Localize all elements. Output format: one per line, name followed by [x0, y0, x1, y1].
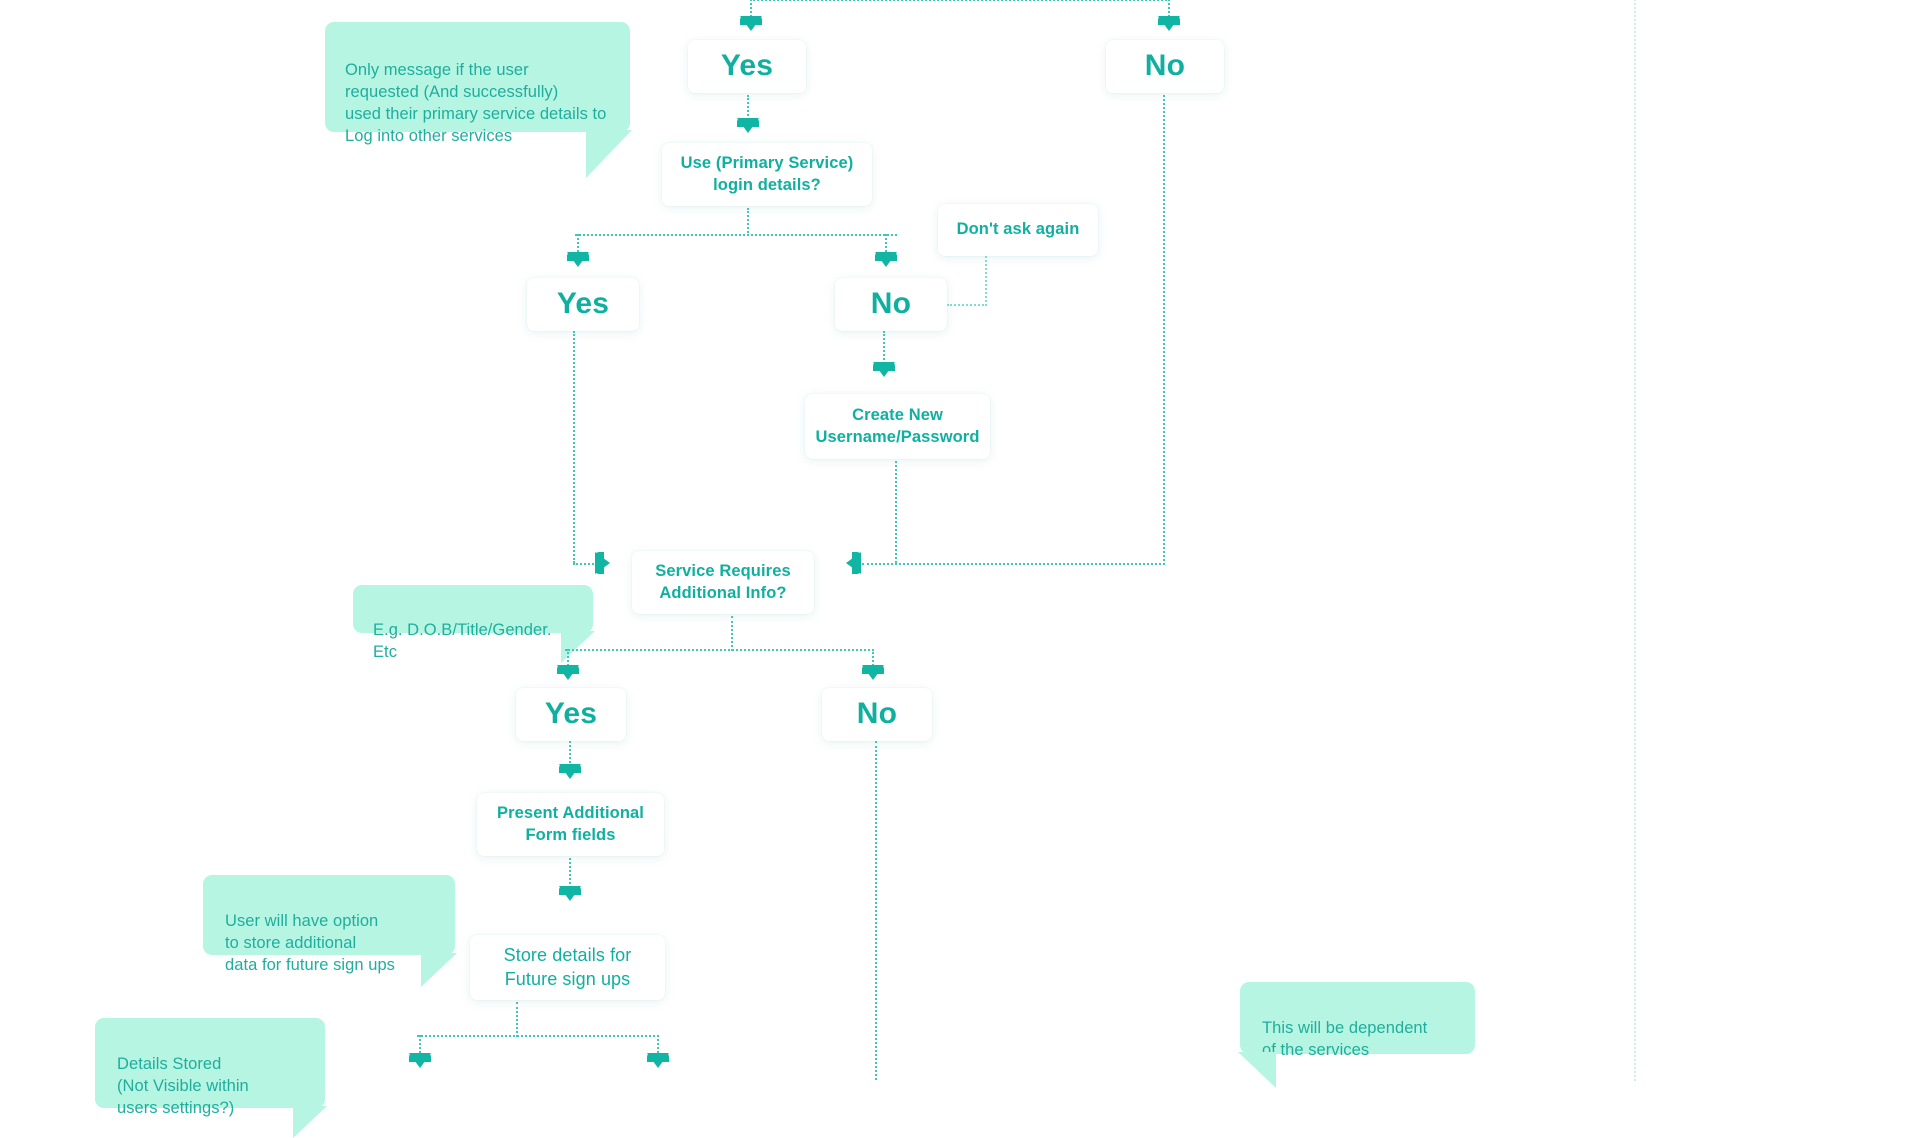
callout-tail	[1238, 1052, 1276, 1088]
connector-no-top-long-down	[1163, 95, 1165, 565]
connector-split-right-stem	[885, 234, 887, 256]
connector-service-requires-down	[731, 616, 733, 651]
connector-dont-ask-down	[985, 256, 987, 306]
arrowhead-bottom-left	[409, 1053, 431, 1068]
connector-dont-ask-to-no-r2	[947, 304, 987, 306]
arrowhead-to-store-details	[559, 886, 581, 901]
node-no-r3[interactable]: No	[822, 688, 932, 741]
connector-split3-right-stem	[657, 1035, 659, 1057]
connector-split2-right-stem	[872, 649, 874, 669]
node-yes-top[interactable]: Yes	[688, 40, 806, 93]
callout-eg-fields: E.g. D.O.B/Title/Gender. Etc	[353, 585, 595, 663]
callout-details-stored: Details Stored (Not Visible within users…	[95, 1018, 327, 1138]
node-use-primary-service[interactable]: Use (Primary Service) login details?	[662, 143, 872, 206]
callout-tail	[561, 631, 595, 663]
callout-tail	[421, 953, 457, 987]
node-service-requires-additional-info[interactable]: Service Requires Additional Info?	[632, 551, 814, 614]
node-yes-r3[interactable]: Yes	[516, 688, 626, 741]
callout-eg-fields-text: E.g. D.O.B/Title/Gender. Etc	[373, 620, 552, 661]
callout-tail	[586, 130, 632, 178]
connector-split3-left-stem	[419, 1035, 421, 1057]
node-store-details-future-signups[interactable]: Store details for Future sign ups	[470, 935, 665, 1000]
connector-yes-r3-down	[569, 741, 571, 767]
connector-use-primary-down	[747, 208, 749, 236]
connector-create-new-down	[895, 461, 897, 563]
connector-split2-left-stem	[567, 649, 569, 669]
arrowhead-to-no-r3	[862, 665, 884, 680]
connector-yes-r2-long-down	[573, 331, 575, 563]
connector-yes-top-down	[747, 95, 749, 120]
callout-details-stored-text: Details Stored (Not Visible within users…	[117, 1054, 249, 1117]
node-create-new-credentials[interactable]: Create New Username/Password	[805, 394, 990, 459]
node-dont-ask-again[interactable]: Don't ask again	[938, 204, 1098, 256]
connector-no-top-to-service-requires	[862, 563, 1165, 565]
connector-top-right-stem	[1168, 0, 1170, 17]
arrowhead-to-yes-top	[740, 16, 762, 31]
connector-split-left-stem	[577, 234, 579, 256]
arrowhead-to-yes-r3	[557, 665, 579, 680]
node-no-r2[interactable]: No	[835, 278, 947, 331]
connector-service-requires-split	[565, 649, 874, 651]
callout-only-message: Only message if the user requested (And …	[325, 22, 632, 178]
connector-top-horizontal	[750, 0, 1170, 1]
connector-store-details-down	[516, 1002, 518, 1037]
node-present-additional-form-fields[interactable]: Present Additional Form fields	[477, 793, 664, 856]
node-yes-r2[interactable]: Yes	[527, 278, 639, 331]
callout-tail	[293, 1106, 327, 1138]
arrowhead-service-requires-left	[595, 552, 610, 574]
arrowhead-bottom-right	[647, 1053, 669, 1068]
flowchart-canvas: Yes No Only message if the user requeste…	[95, 0, 1636, 1138]
connector-no-r3-long-down	[875, 741, 877, 1080]
arrowhead-to-no-top	[1158, 16, 1180, 31]
arrowhead-to-present-form	[559, 764, 581, 779]
callout-dependent-services: This will be dependent of the services	[1238, 982, 1475, 1088]
callout-user-option-text: User will have option to store additiona…	[225, 911, 395, 974]
arrowhead-service-requires-right	[846, 552, 861, 574]
connector-store-details-split	[417, 1035, 659, 1037]
arrowhead-to-yes-r2	[567, 252, 589, 267]
arrowhead-to-create-new	[873, 362, 895, 377]
arrowhead-to-no-r2	[875, 252, 897, 267]
connector-no-r2-down	[883, 331, 885, 364]
arrowhead-to-use-primary	[737, 118, 759, 133]
node-no-top[interactable]: No	[1106, 40, 1224, 93]
connector-yes-r2-to-service-requires	[573, 563, 598, 565]
callout-user-option: User will have option to store additiona…	[203, 875, 457, 987]
connector-use-primary-split	[575, 234, 897, 236]
connector-right-frame	[1634, 0, 1636, 1081]
callout-only-message-text: Only message if the user requested (And …	[345, 60, 607, 145]
connector-top-left-stem	[750, 0, 752, 17]
connector-present-form-down	[569, 858, 571, 888]
callout-dependent-services-text: This will be dependent of the services	[1262, 1018, 1428, 1059]
